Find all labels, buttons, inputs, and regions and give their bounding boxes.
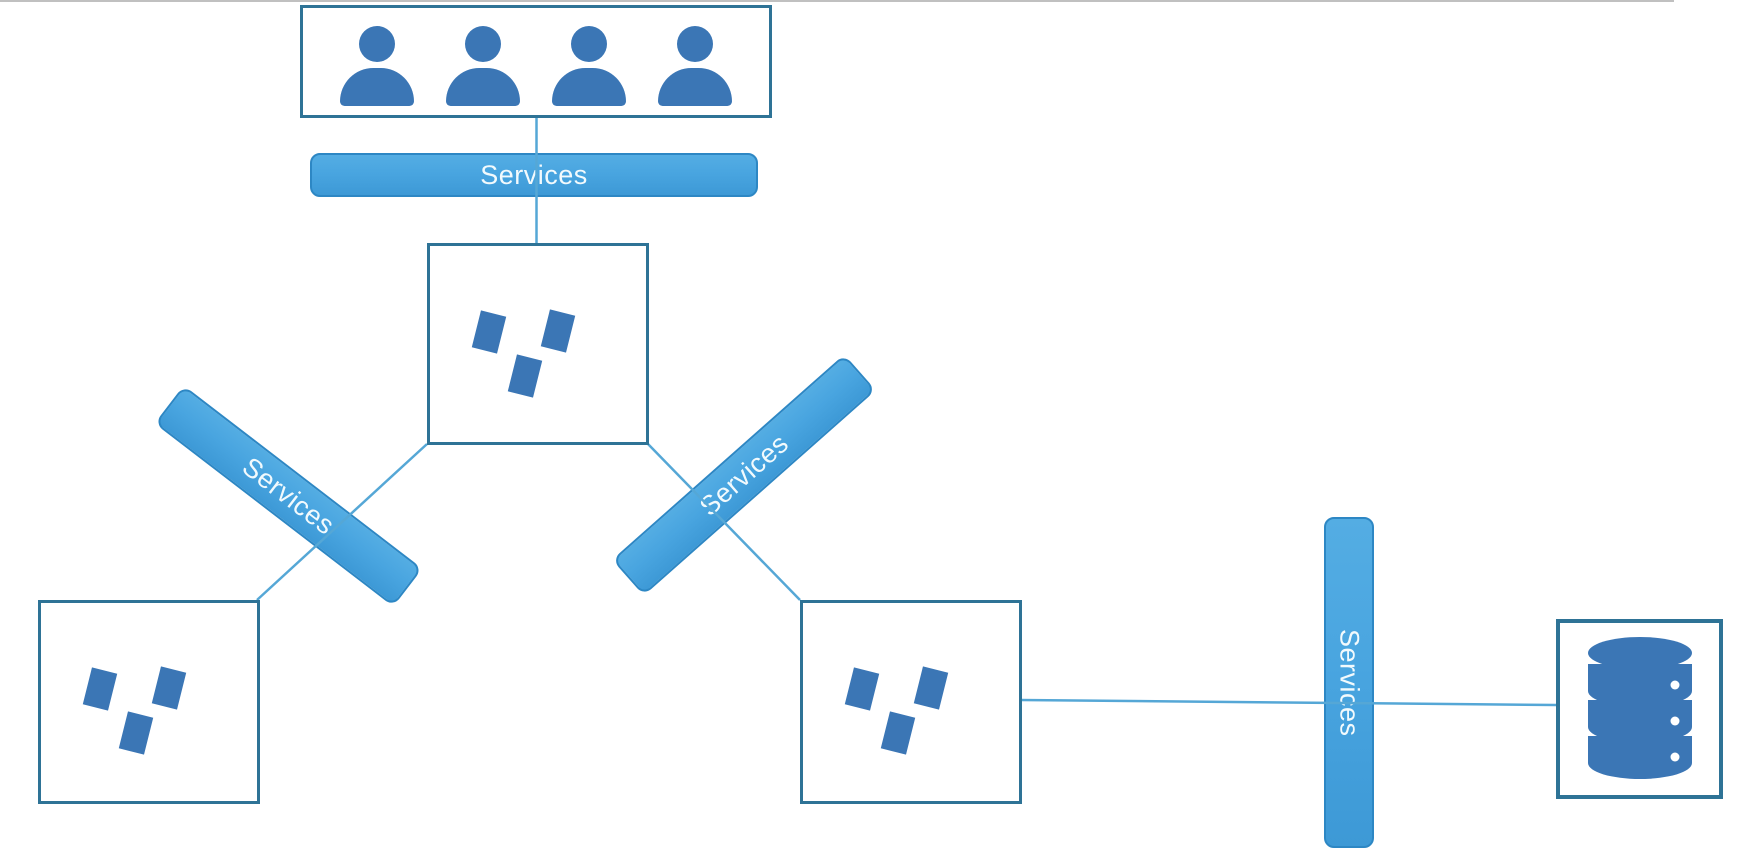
app-node-right <box>800 600 1022 804</box>
top-edge-line <box>0 0 1674 2</box>
app-logo-icon <box>82 666 216 807</box>
services-bar-top: Services <box>310 153 758 197</box>
services-bar-left-label: Services <box>237 450 341 541</box>
services-bar-right-diagonal: Services <box>612 354 876 596</box>
database-icon <box>1587 637 1692 779</box>
services-bar-vertical: Services <box>1324 517 1374 848</box>
app-node-top <box>427 243 649 445</box>
services-bar-right-label: Services <box>693 427 794 522</box>
user-icon <box>340 26 414 106</box>
services-bar-top-label: Services <box>480 159 588 190</box>
users-node <box>300 5 772 118</box>
app-node-left <box>38 600 260 804</box>
app-logo-icon <box>844 666 978 807</box>
user-icon <box>658 26 732 106</box>
user-icon <box>446 26 520 106</box>
database-node <box>1556 619 1723 799</box>
connector-line-right-to-db <box>1019 698 1557 707</box>
app-logo-icon <box>471 309 605 450</box>
user-icon <box>552 26 626 106</box>
services-bar-vertical-label: Services <box>1334 628 1365 737</box>
services-bar-left-diagonal: Services <box>154 385 423 607</box>
